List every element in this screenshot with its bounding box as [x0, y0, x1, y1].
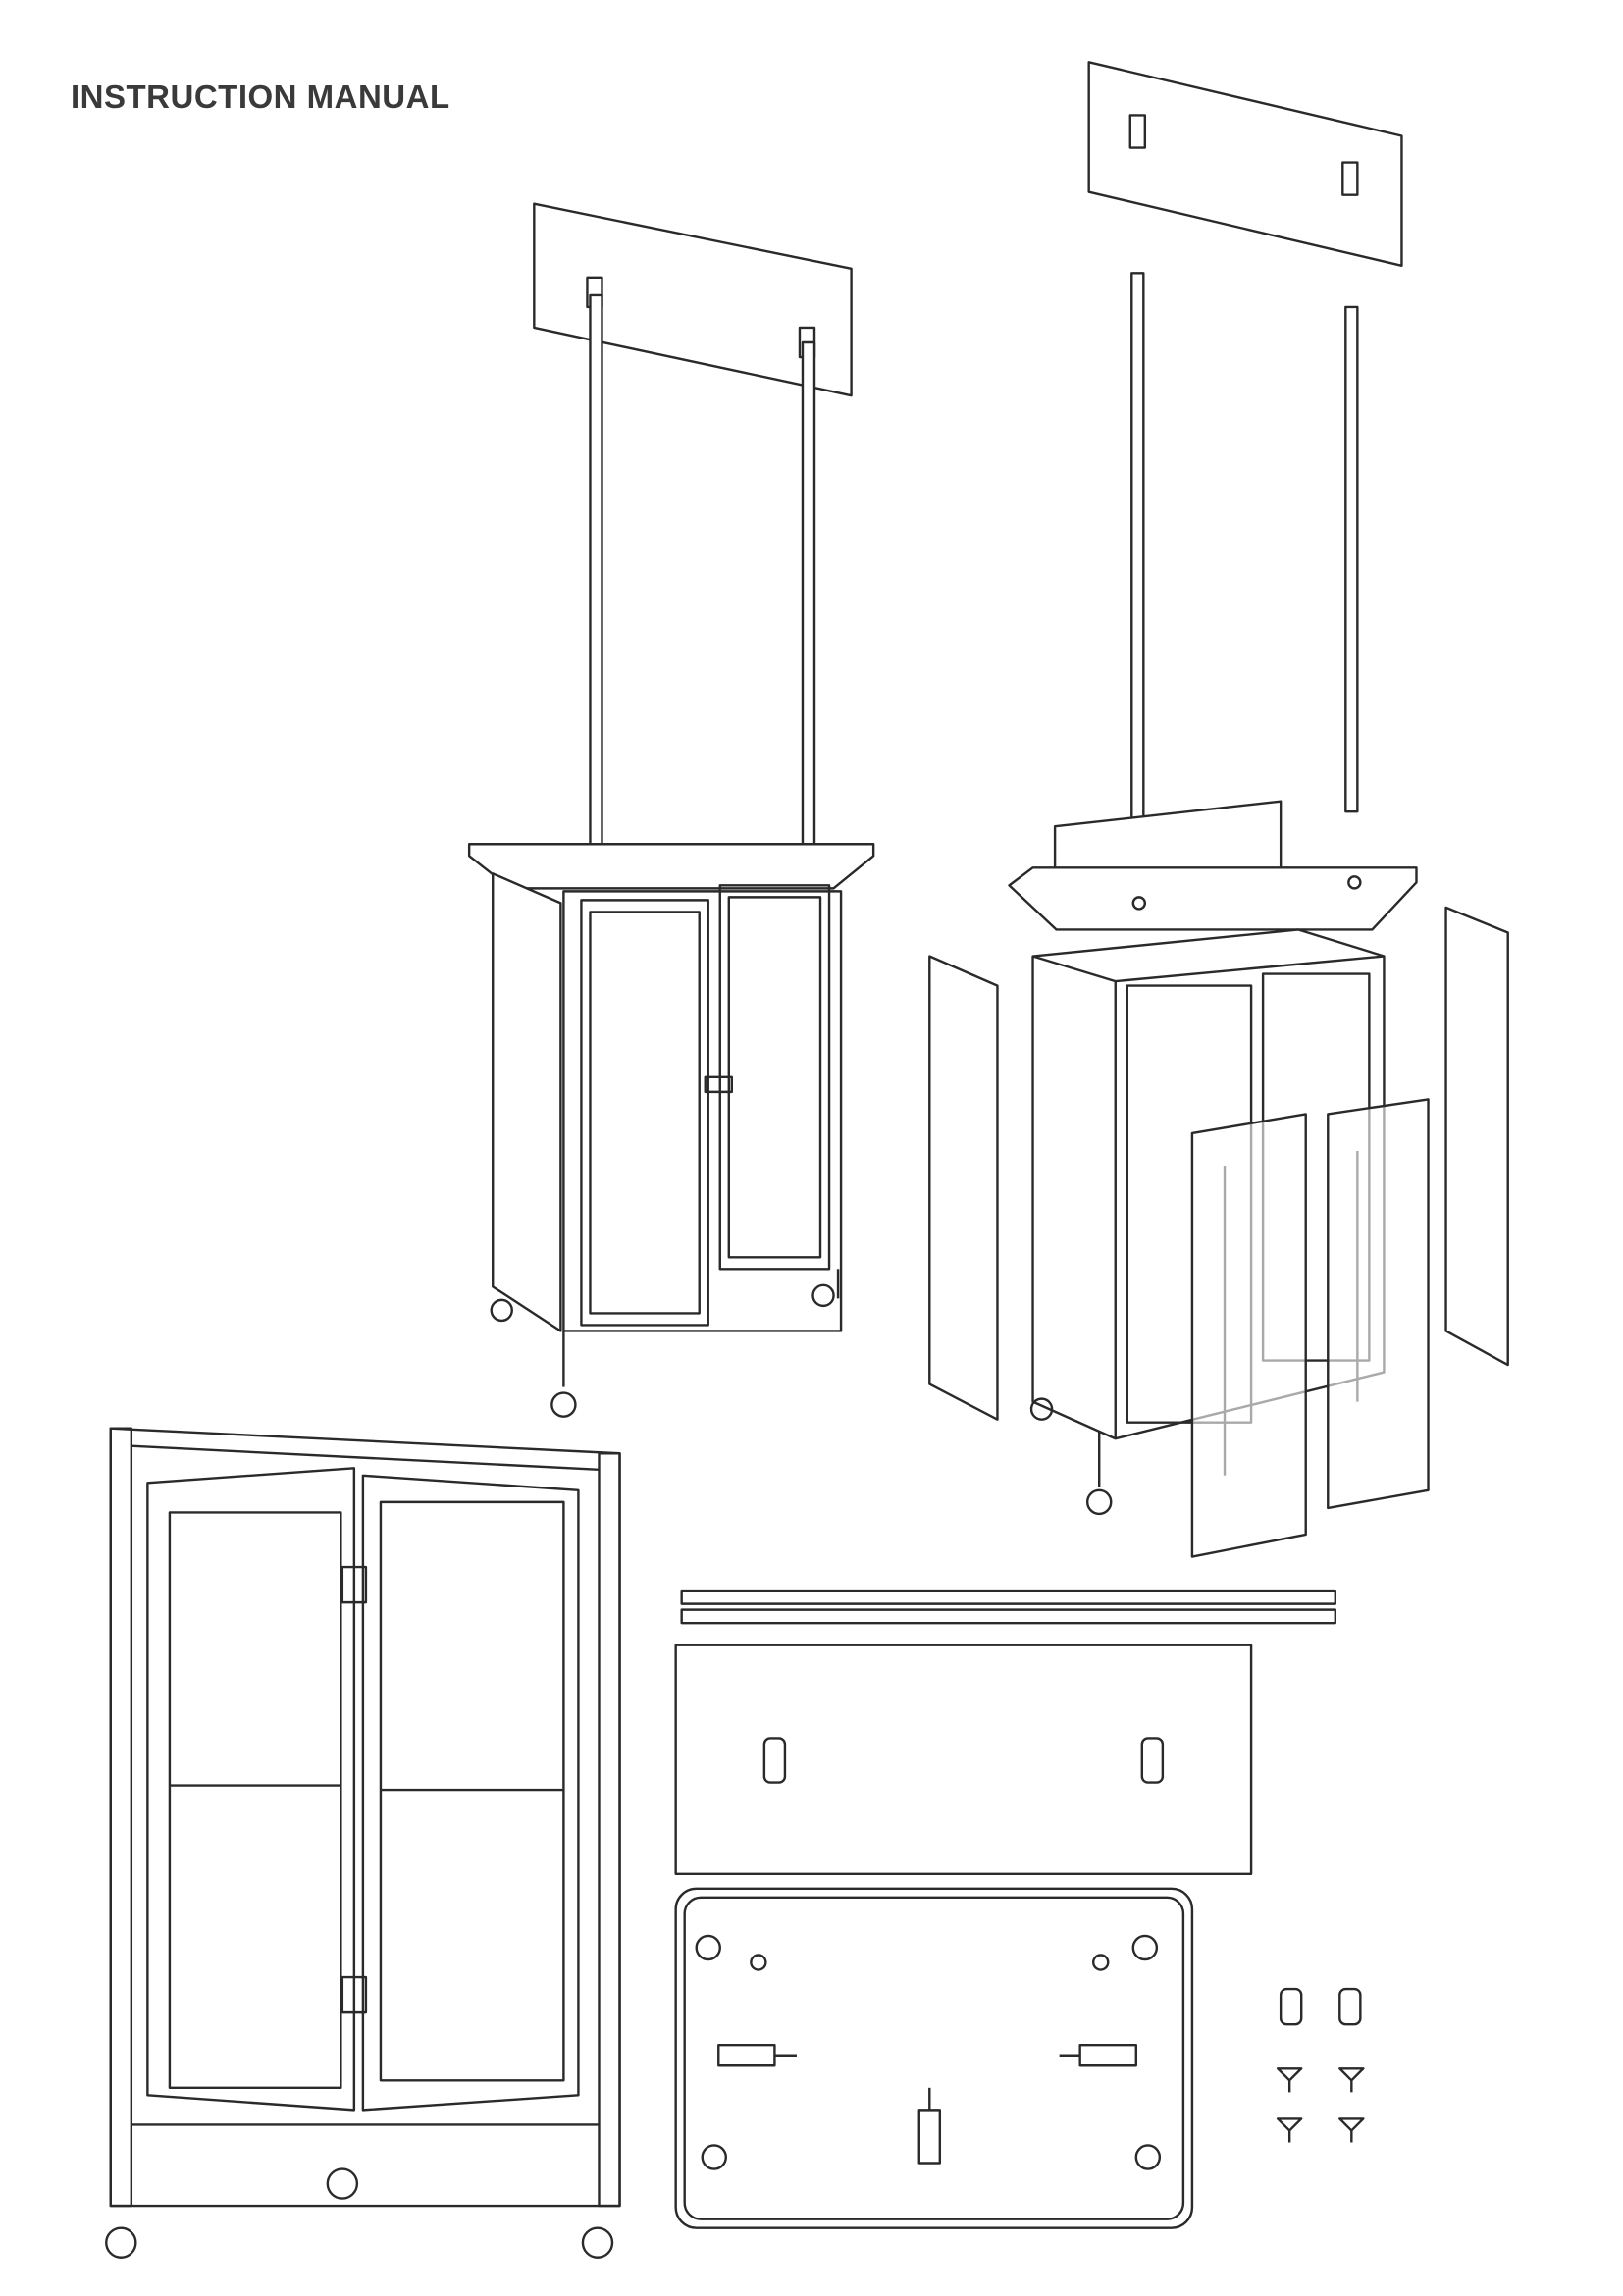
- cabinet-front: [562, 890, 843, 1332]
- sign-holder-right: [1341, 161, 1359, 196]
- cabinet-edge: [1115, 955, 1385, 983]
- screw: [1338, 2117, 1365, 2143]
- hole: [701, 2144, 727, 2170]
- assembled-cabinet-figure: [467, 202, 875, 1418]
- pole-sleeve: [1338, 1987, 1362, 2026]
- pole-left: [589, 293, 603, 875]
- frame-right-post: [598, 1452, 621, 2208]
- counter-top: [467, 843, 875, 890]
- counter-top: [1008, 866, 1418, 931]
- pole-sleeve: [1279, 1987, 1303, 2026]
- frame-outer: [109, 1427, 621, 2208]
- door-left: [146, 1467, 356, 2112]
- cabinet-side: [492, 872, 562, 1332]
- counter-top-part: [674, 1887, 1194, 2229]
- bolt-latch: [1078, 2044, 1138, 2067]
- door-left: [580, 899, 709, 1327]
- caster-wheel: [326, 2167, 359, 2200]
- pole: [680, 1589, 1336, 1605]
- hole: [750, 1954, 767, 1971]
- pole-left: [1130, 272, 1145, 835]
- exploded-cabinet-figure: [928, 61, 1509, 1558]
- hardware-parts: [1276, 1987, 1365, 2143]
- sign-panel: [533, 202, 853, 397]
- frame-top-rail: [131, 1444, 600, 1471]
- pole: [680, 1608, 1336, 1625]
- hinge: [340, 1565, 368, 1604]
- bolt-latch: [917, 2109, 942, 2165]
- hole: [1131, 1934, 1159, 1961]
- frame-left-post: [109, 1427, 133, 2208]
- pole-right: [1344, 305, 1359, 813]
- pole-hole: [1131, 896, 1147, 911]
- cabinet-edge: [1032, 955, 1117, 983]
- screw: [1338, 2067, 1365, 2093]
- caster-wheel: [812, 1283, 835, 1308]
- pole-hole: [1347, 875, 1362, 890]
- bolt-latch: [717, 2044, 776, 2067]
- door-right-glass: [379, 1500, 565, 2082]
- caster-wheel: [550, 1391, 577, 1418]
- sign-holder: [762, 1737, 787, 1784]
- glass-door-right: [1327, 1098, 1430, 1510]
- sign-panel: [1087, 61, 1403, 268]
- door-right: [361, 1474, 580, 2112]
- pole-parts: [680, 1589, 1336, 1625]
- glass-door-left: [1190, 1113, 1307, 1558]
- side-panel-right: [1444, 906, 1509, 1367]
- hole: [1134, 2144, 1162, 2170]
- caster-wheel: [581, 2226, 614, 2259]
- pole-right: [801, 340, 816, 849]
- screw: [1276, 2067, 1303, 2093]
- folded-frame-figure: [105, 1427, 621, 2259]
- door-left-inner: [589, 911, 701, 1315]
- caster-wheel: [1029, 1397, 1054, 1421]
- sign-panel-part: [674, 1644, 1253, 1875]
- sign-holder: [1140, 1737, 1165, 1784]
- screw: [1276, 2117, 1303, 2143]
- caster-wheel: [1085, 1488, 1113, 1516]
- sign-holder-left: [1128, 114, 1147, 149]
- caster-wheel: [105, 2226, 137, 2259]
- hole: [695, 1934, 721, 1961]
- page-title: INSTRUCTION MANUAL: [71, 78, 450, 115]
- door-left-glass: [168, 1511, 342, 2090]
- hinge: [340, 1975, 368, 2014]
- side-panel-left: [928, 955, 999, 1421]
- hole: [1091, 1954, 1110, 1971]
- caster-wheel: [490, 1298, 513, 1323]
- latch: [704, 1075, 734, 1094]
